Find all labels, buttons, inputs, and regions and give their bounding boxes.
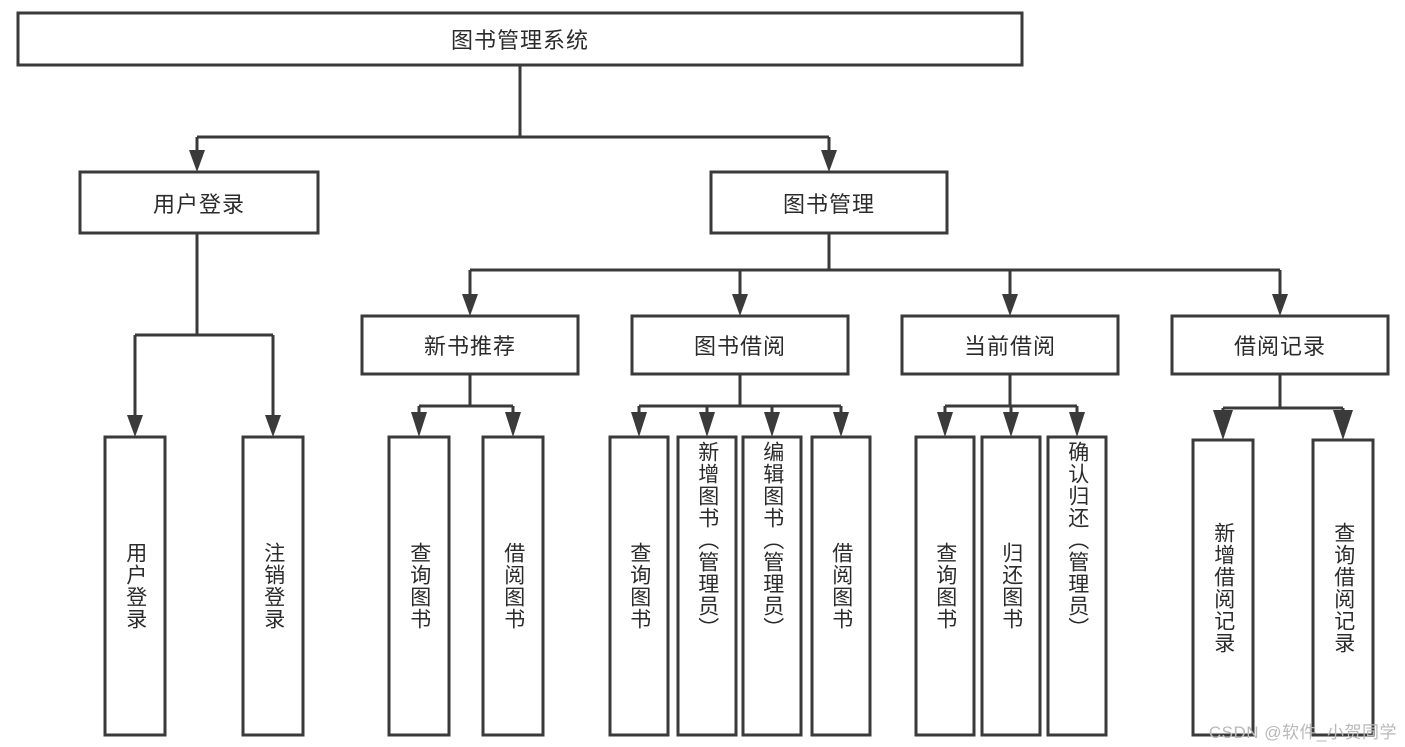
node-leaf-query-book-1[interactable]: [387, 435, 451, 737]
node-book-manage[interactable]: [709, 170, 949, 235]
node-leaf-confirm-return[interactable]: [1046, 435, 1108, 737]
node-borrow-record[interactable]: [1170, 314, 1390, 376]
node-leaf-edit-book[interactable]: [741, 435, 803, 737]
arrow-bm-to-book-borrow: [732, 294, 748, 316]
arrow-bm-to-borrow-record: [1272, 294, 1288, 316]
arrow-cb-c2: [1003, 412, 1019, 437]
node-leaf-query-book-2[interactable]: [608, 435, 670, 737]
node-leaf-borrow-book-2[interactable]: [810, 435, 872, 737]
arrow-cb-c3: [1069, 412, 1085, 437]
arrow-user-login-c1: [127, 415, 143, 437]
connector-group-book-borrow: [631, 374, 849, 437]
node-current-borrow[interactable]: [900, 314, 1120, 376]
node-leaf-user-logout[interactable]: [241, 435, 305, 737]
node-leaf-borrow-book-1[interactable]: [481, 435, 545, 737]
node-leaf-add-book[interactable]: [676, 435, 738, 737]
node-root[interactable]: [16, 11, 1024, 67]
connector-group-user-login: [127, 232, 281, 437]
arrow-br-c2: [1333, 410, 1353, 440]
arrow-bb-c3: [764, 412, 780, 437]
arrow-bb-c2: [699, 412, 715, 437]
arrow-user-login-c2: [265, 415, 281, 437]
node-leaf-user-login[interactable]: [103, 435, 167, 737]
connector-group-new-book: [411, 374, 521, 437]
arrow-nb-c2: [505, 412, 521, 437]
arrow-bm-to-current-borrow: [1002, 294, 1018, 316]
node-leaf-query-record[interactable]: [1311, 438, 1375, 737]
arrow-bb-c4: [833, 412, 849, 437]
arrow-root-to-user-login: [189, 150, 205, 172]
connector-group-current-borrow: [937, 374, 1085, 437]
arrow-nb-c1: [411, 412, 427, 437]
node-user-login[interactable]: [78, 170, 320, 235]
arrow-bb-c1: [631, 412, 647, 437]
node-new-book-recommend[interactable]: [360, 314, 580, 376]
connector-group-book-manage: [462, 233, 1288, 316]
connector-group-root: [189, 65, 837, 172]
node-leaf-return-book[interactable]: [980, 435, 1042, 737]
csdn-watermark: CSDN @软件_小贺同学: [1208, 723, 1397, 742]
arrow-br-c1: [1213, 410, 1233, 440]
arrow-root-to-book-manage: [821, 150, 837, 172]
node-leaf-add-record[interactable]: [1191, 438, 1255, 737]
node-book-borrow[interactable]: [630, 314, 850, 376]
arrow-cb-c1: [937, 412, 953, 437]
connector-group-borrow-record: [1213, 374, 1353, 440]
arrow-bm-to-new-book: [462, 294, 478, 316]
node-leaf-query-book-3[interactable]: [914, 435, 976, 737]
